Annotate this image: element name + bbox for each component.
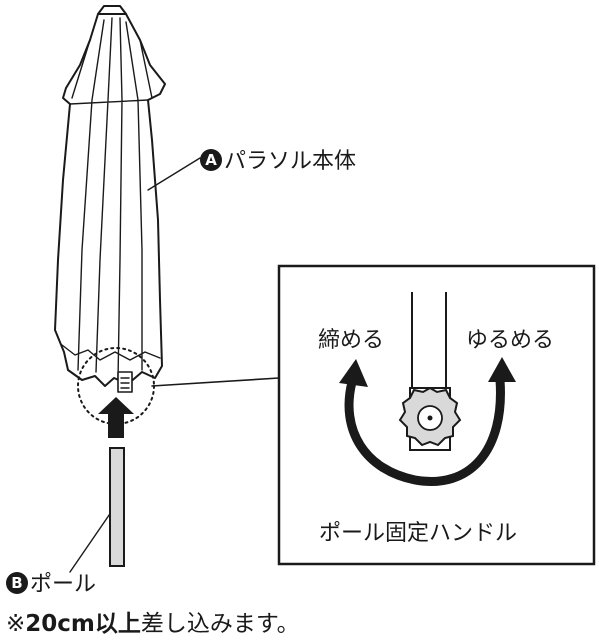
marker-b: B [6, 572, 28, 594]
note-bold: 20cm以上 [25, 611, 141, 637]
rotation-arrows [339, 357, 516, 486]
loosen-arrowhead [488, 357, 516, 382]
tighten-label: 締める [318, 328, 385, 353]
handle-label: ポール固定ハンドル [319, 521, 518, 546]
canopy-fold-lines [61, 17, 161, 381]
insertion-note: ※20cm以上差し込みます。 [6, 604, 300, 638]
note-prefix: ※ [6, 611, 26, 637]
leader-line-a [147, 157, 201, 191]
parasol-handle-small [117, 371, 133, 393]
note-rest: 差し込みます。 [140, 611, 300, 637]
loosen-label: ゆるめる [466, 328, 555, 353]
insert-arrow [98, 397, 134, 438]
pole-shape [109, 447, 125, 567]
marker-a: A [200, 149, 222, 171]
leader-line-connector [151, 377, 280, 387]
parasol-body-text: パラソル本体 [224, 149, 357, 174]
tighten-arrowhead [339, 359, 368, 387]
canopy-top-cap [97, 5, 127, 15]
pole-text: ポール [30, 572, 97, 597]
leader-line-b [69, 504, 117, 573]
